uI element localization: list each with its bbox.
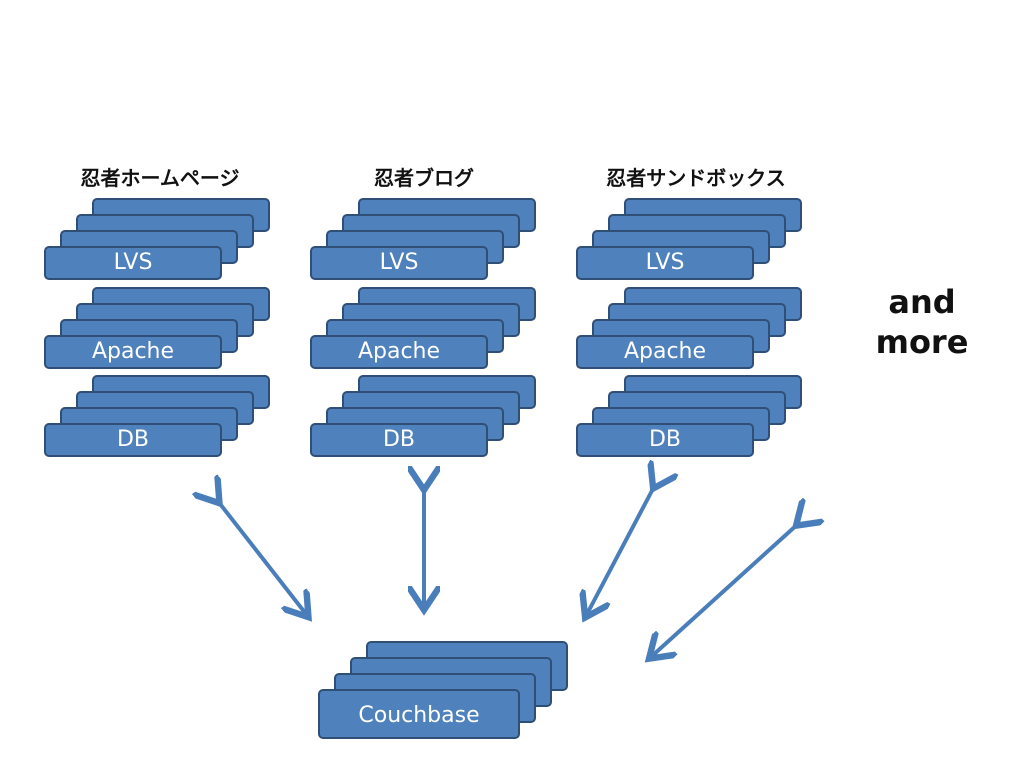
column-title-ninja-blog: 忍者ブログ <box>374 166 474 190</box>
server-box: DB <box>44 423 222 457</box>
layer-label-lvs: LVS <box>379 250 419 275</box>
server-box: LVS <box>310 246 488 280</box>
layer-label-lvs: LVS <box>113 250 153 275</box>
server-box: Apache <box>576 335 754 369</box>
and-more-label: and more <box>875 283 969 361</box>
layer-label-apache: Apache <box>91 339 175 364</box>
server-box: Apache <box>310 335 488 369</box>
server-box: Couchbase <box>318 689 520 739</box>
layer-label-lvs: LVS <box>645 250 685 275</box>
server-box: LVS <box>576 246 754 280</box>
server-box: DB <box>310 423 488 457</box>
column-title-ninja-sandbox: 忍者サンドボックス <box>606 166 786 190</box>
server-box: Apache <box>44 335 222 369</box>
arrow-sandbox-couchbase <box>587 485 655 614</box>
couchbase-label: Couchbase <box>358 703 480 728</box>
layer-label-apache: Apache <box>623 339 707 364</box>
arrow-homepage-couchbase <box>217 500 306 614</box>
layer-label-apache: Apache <box>357 339 441 364</box>
arrow-more-couchbase <box>652 523 799 656</box>
layer-label-db: DB <box>116 427 150 452</box>
server-box: LVS <box>44 246 222 280</box>
layer-label-db: DB <box>382 427 416 452</box>
column-title-ninja-homepage: 忍者ホームページ <box>80 166 240 190</box>
layer-label-db: DB <box>648 427 682 452</box>
server-box: DB <box>576 423 754 457</box>
